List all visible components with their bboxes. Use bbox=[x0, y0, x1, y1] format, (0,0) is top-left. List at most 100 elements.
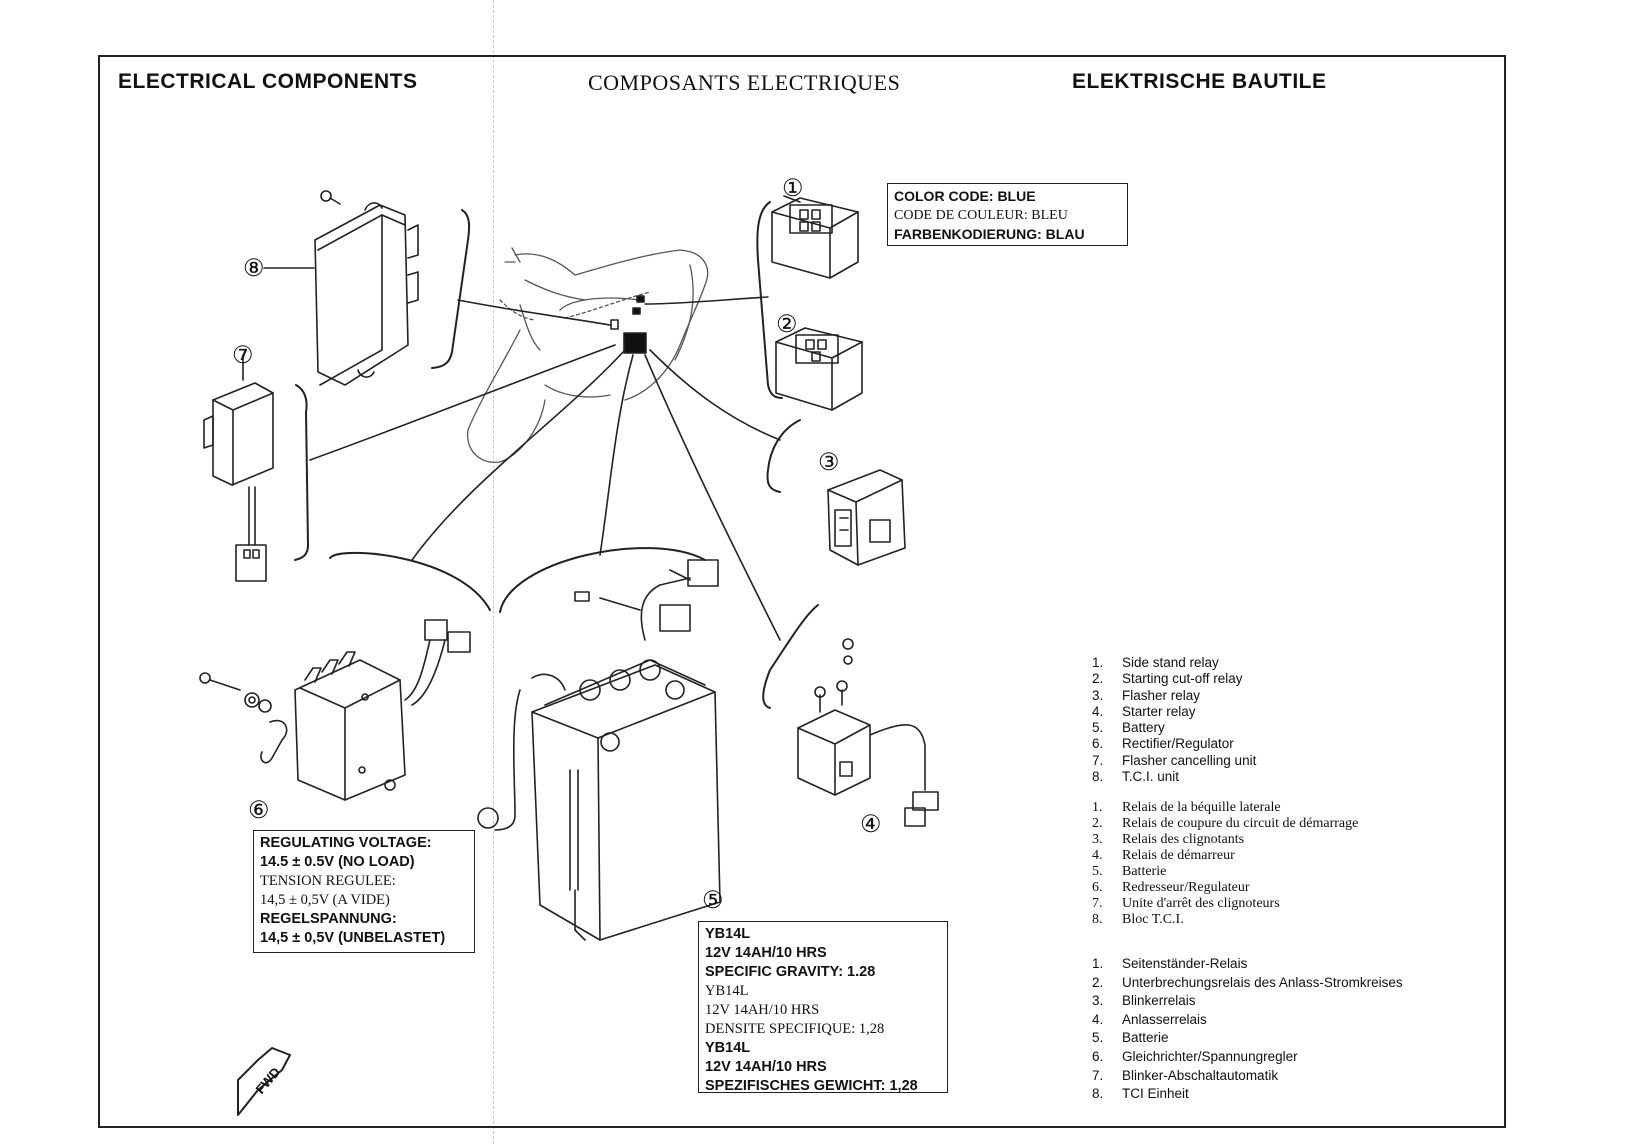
legend-item: 6.Gleichrichter/Spannungregler bbox=[1092, 1048, 1403, 1067]
battery-rating-french: 12V 14AH/10 HRS bbox=[705, 1002, 820, 1018]
starting-cutoff-relay-icon bbox=[775, 327, 863, 411]
flasher-cancelling-unit-icon bbox=[203, 354, 274, 582]
relay-mount-upper bbox=[636, 295, 645, 303]
color-code-german: FARBENKODIERUNG: BLAU bbox=[894, 226, 1085, 242]
legend-french: 1. Relais de la béquille laterale 2. Relai… bbox=[1092, 800, 1358, 928]
legend-text: Batterie bbox=[1122, 1030, 1169, 1046]
legend-number: 2. bbox=[1092, 671, 1104, 687]
legend-item: 7. Unite d'arrêt des clignoteurs bbox=[1092, 896, 1358, 912]
legend-item: 7. Flasher cancelling unit bbox=[1092, 753, 1256, 769]
junction-block bbox=[623, 332, 647, 354]
legend-number: 6. bbox=[1092, 736, 1104, 752]
legend-number: 3. bbox=[1092, 993, 1104, 1009]
color-code-french: CODE DE COULEUR: BLEU bbox=[894, 208, 1068, 223]
legend-number: 1. bbox=[1092, 956, 1104, 971]
color-code-english: COLOR CODE: BLUE bbox=[894, 188, 1036, 204]
legend-number: 7. bbox=[1092, 1067, 1104, 1083]
legend-text: Side stand relay bbox=[1122, 655, 1219, 670]
callout-1: ① bbox=[782, 175, 804, 202]
legend-number: 4. bbox=[1092, 1011, 1104, 1027]
callout-8: ⑧ bbox=[243, 255, 265, 282]
starter-relay-icon bbox=[797, 638, 939, 827]
legend-number: 2. bbox=[1092, 816, 1103, 831]
flasher-relay-icon bbox=[827, 469, 906, 566]
legend-number: 1. bbox=[1092, 800, 1103, 815]
leader-lines bbox=[309, 296, 781, 641]
side-stand-relay-icon bbox=[771, 195, 859, 279]
legend-number: 4. bbox=[1092, 703, 1104, 719]
legend-text: Rectifier/Regulator bbox=[1122, 736, 1234, 752]
legend-item: 5.Batterie bbox=[1092, 864, 1358, 880]
legend-item: 1.Side stand relay bbox=[1092, 655, 1256, 671]
battery-icon bbox=[477, 559, 721, 941]
battery-gravity-english: SPECIFIC GRAVITY: 1.28 bbox=[705, 964, 876, 980]
legend-text: Blinkerrelais bbox=[1122, 993, 1196, 1009]
legend-text: Redresseur/Regulateur bbox=[1122, 880, 1250, 895]
callout-5: ⑤ bbox=[702, 887, 724, 914]
legend-text: Relais des clignotants bbox=[1122, 832, 1245, 847]
legend-number: 5. bbox=[1092, 720, 1104, 736]
legend-item: 4. Anlasserrelais bbox=[1092, 1011, 1403, 1030]
header-german: ELEKTRISCHE BAUTILE bbox=[1072, 70, 1327, 93]
legend-text: Flasher relay bbox=[1122, 687, 1201, 703]
legend-text: Relais de coupure du circuit de démarrag… bbox=[1122, 816, 1359, 831]
legend-number: 7. bbox=[1092, 752, 1104, 768]
legend-item: 3.Relais des clignotants bbox=[1092, 832, 1358, 848]
diagram-frame bbox=[98, 55, 1506, 1128]
battery-model-german: YB14L bbox=[705, 1040, 751, 1056]
page-fold-line bbox=[493, 0, 494, 1144]
battery-rating-german: 12V 14AH/10 HRS bbox=[705, 1059, 827, 1075]
callout-4: ④ bbox=[860, 811, 882, 838]
group-brackets bbox=[294, 201, 819, 709]
legend-number: 5. bbox=[1092, 1030, 1104, 1046]
callout-3: ③ bbox=[818, 449, 840, 476]
legend-number: 5. bbox=[1092, 864, 1103, 879]
legend-text: Starter relay bbox=[1122, 703, 1196, 719]
battery-rating-english: 12V 14AH/10 HRS bbox=[705, 945, 827, 961]
legend-text: Unite d'arrêt des clignoteurs bbox=[1122, 896, 1280, 911]
voltage-value-english: 14.5 ± 0.5V (NO LOAD) bbox=[260, 854, 415, 870]
rectifier-regulator-icon bbox=[199, 619, 471, 801]
callout-7: ⑦ bbox=[232, 342, 254, 369]
voltage-label-english: REGULATING VOLTAGE: bbox=[260, 835, 432, 851]
legend-number: 6. bbox=[1092, 880, 1103, 895]
legend-item: 1. Relais de la béquille laterale bbox=[1092, 800, 1358, 816]
callout-2: ② bbox=[776, 311, 798, 338]
relay-mount-lower bbox=[632, 307, 641, 315]
voltage-value-german: 14,5 ± 0,5V (UNBELASTET) bbox=[260, 930, 446, 946]
legend-item: 1.Seitenständer-Relais bbox=[1092, 955, 1403, 974]
legend-item: 3. Blinkerrelais bbox=[1092, 992, 1403, 1011]
legend-item: 2. Relais de coupure du circuit de démarr… bbox=[1092, 816, 1358, 832]
callout-6: ⑥ bbox=[248, 797, 270, 824]
junction-connector bbox=[610, 319, 619, 330]
legend-item: 8.Bloc T.C.I. bbox=[1092, 912, 1358, 928]
header-french: COMPOSANTS ELECTRIQUES bbox=[588, 70, 901, 95]
legend-number: 7. bbox=[1092, 896, 1103, 911]
legend-item: 4. Starter relay bbox=[1092, 704, 1256, 720]
legend-text: Blinker-Abschaltautomatik bbox=[1122, 1067, 1279, 1083]
legend-item: 7. Blinker-Abschaltautomatik bbox=[1092, 1067, 1403, 1086]
legend-item: 8.TCI Einheit bbox=[1092, 1085, 1403, 1104]
legend-text: Flasher cancelling unit bbox=[1122, 752, 1257, 768]
voltage-label-french: TENSION REGULEE: bbox=[260, 873, 396, 889]
battery-model-english: YB14L bbox=[705, 926, 751, 942]
battery-gravity-german: SPEZIFISCHES GEWICHT: 1,28 bbox=[705, 1078, 918, 1094]
regulating-voltage-box: REGULATING VOLTAGE: 14.5 ± 0.5V (NO LOAD… bbox=[253, 830, 475, 953]
legend-german: 1.Seitenständer-Relais 2.Unterbrechungsr… bbox=[1092, 955, 1403, 1104]
legend-item: 6. Rectifier/Regulator bbox=[1092, 736, 1256, 752]
forward-arrow-label: FWD bbox=[253, 1064, 284, 1096]
legend-english: 1.Side stand relay 2.Starting cut-off re… bbox=[1092, 655, 1256, 785]
legend-text: Anlasserrelais bbox=[1122, 1011, 1207, 1027]
legend-item: 2.Unterbrechungsrelais des Anlass-Stromk… bbox=[1092, 974, 1403, 993]
header-english: ELECTRICAL COMPONENTS bbox=[118, 70, 418, 93]
legend-text: Relais de la béquille laterale bbox=[1122, 800, 1281, 815]
legend-number: 3. bbox=[1092, 687, 1104, 703]
legend-item: 2.Starting cut-off relay bbox=[1092, 671, 1256, 687]
legend-item: 5.Battery bbox=[1092, 720, 1256, 736]
legend-text: Gleichrichter/Spannungregler bbox=[1122, 1048, 1298, 1064]
legend-item: 8.T.C.I. unit bbox=[1092, 769, 1256, 785]
tci-unit-icon bbox=[263, 190, 419, 386]
legend-item: 4.Relais de démarreur bbox=[1092, 848, 1358, 864]
color-code-box: COLOR CODE: BLUE CODE DE COULEUR: BLEU F… bbox=[887, 183, 1128, 246]
forward-arrow-icon bbox=[237, 1047, 291, 1116]
